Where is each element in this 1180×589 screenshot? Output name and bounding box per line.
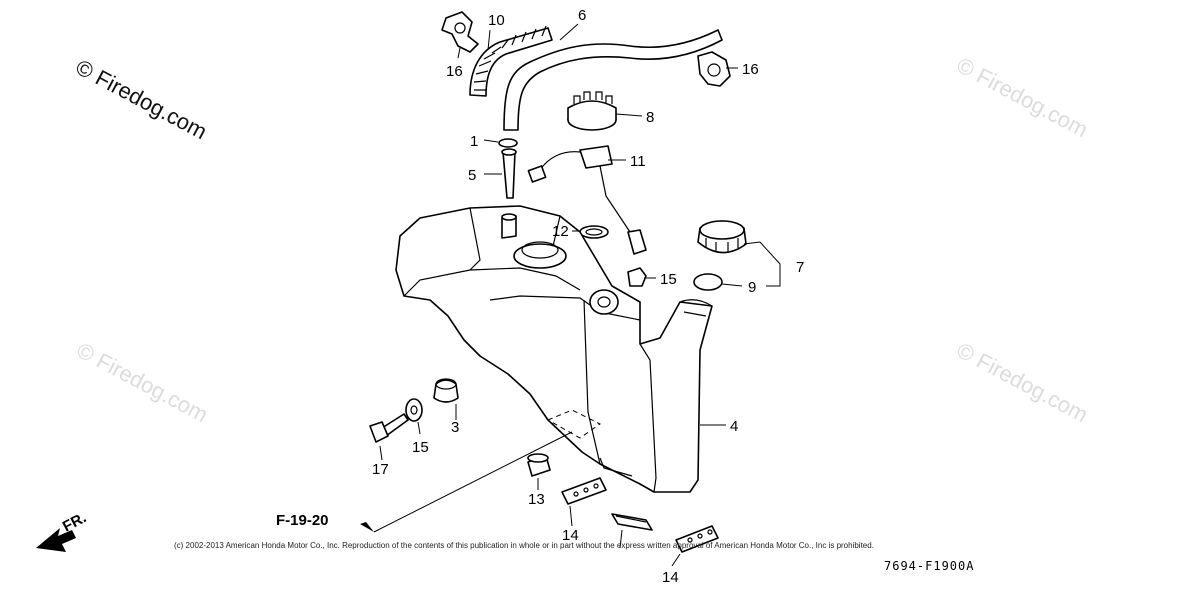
band-rubber-14-right	[675, 525, 719, 553]
front-label: FR.	[60, 509, 89, 535]
callout-numbers: 10 6 16 16 8 1 11 5 12 7 15 9 4 3 15 17 …	[372, 7, 804, 586]
grommet-15-upper	[627, 267, 647, 287]
clip-1	[498, 138, 518, 148]
grommet-3	[433, 378, 459, 403]
hose-clamp-16-right	[697, 51, 731, 87]
fuel-cap-7	[697, 220, 747, 254]
watermark-mid-right: © Firedog.com	[953, 337, 1092, 427]
callout-6: 6	[578, 7, 586, 24]
callout-4: 4	[730, 418, 738, 435]
callout-15-lower: 15	[412, 439, 429, 456]
callout-11: 11	[630, 153, 646, 170]
callout-8: 8	[646, 109, 654, 126]
watermark-mid-left: © Firedog.com	[73, 337, 212, 427]
band-rubber-14-ring	[611, 513, 653, 531]
callout-14-center: 14	[562, 527, 579, 544]
breather-hose-6	[503, 29, 723, 131]
callout-10: 10	[488, 12, 505, 29]
packing-12	[579, 225, 609, 239]
cushion-13	[527, 453, 551, 477]
callout-17: 17	[372, 461, 389, 478]
watermark-top-right: © Firedog.com	[953, 52, 1092, 142]
bolt-17	[369, 413, 409, 443]
callout-7: 7	[796, 259, 804, 276]
callout-12: 12	[552, 223, 569, 240]
diagram-code: 7694-F1900A	[884, 559, 974, 573]
front-direction-marker: FR.	[36, 509, 89, 552]
callout-16-left: 16	[446, 63, 463, 80]
leader-lines	[360, 23, 781, 567]
fuel-gauge-11	[527, 145, 647, 255]
callout-1: 1	[470, 133, 478, 150]
callout-5: 5	[468, 167, 476, 184]
callout-15-upper: 15	[660, 271, 677, 288]
washer-15-lower	[405, 398, 423, 422]
corrugated-hose-10	[469, 25, 553, 97]
fuel-tank-4	[395, 205, 713, 493]
callout-13: 13	[528, 491, 545, 508]
tube-5	[501, 148, 517, 199]
callout-3: 3	[451, 419, 459, 436]
hose-clamp-16-left	[441, 11, 479, 53]
filter-ring-8	[567, 91, 617, 131]
watermark-main: © Firedog.com	[72, 54, 211, 144]
copyright-notice: (c) 2002-2013 American Honda Motor Co., …	[174, 541, 874, 550]
callout-14-right: 14	[662, 569, 679, 586]
cap-gasket-9	[693, 273, 723, 291]
callout-16-right: 16	[742, 61, 759, 78]
section-reference: F-19-20	[276, 512, 329, 529]
band-rubber-14-center	[561, 477, 607, 505]
callout-9: 9	[748, 279, 756, 296]
